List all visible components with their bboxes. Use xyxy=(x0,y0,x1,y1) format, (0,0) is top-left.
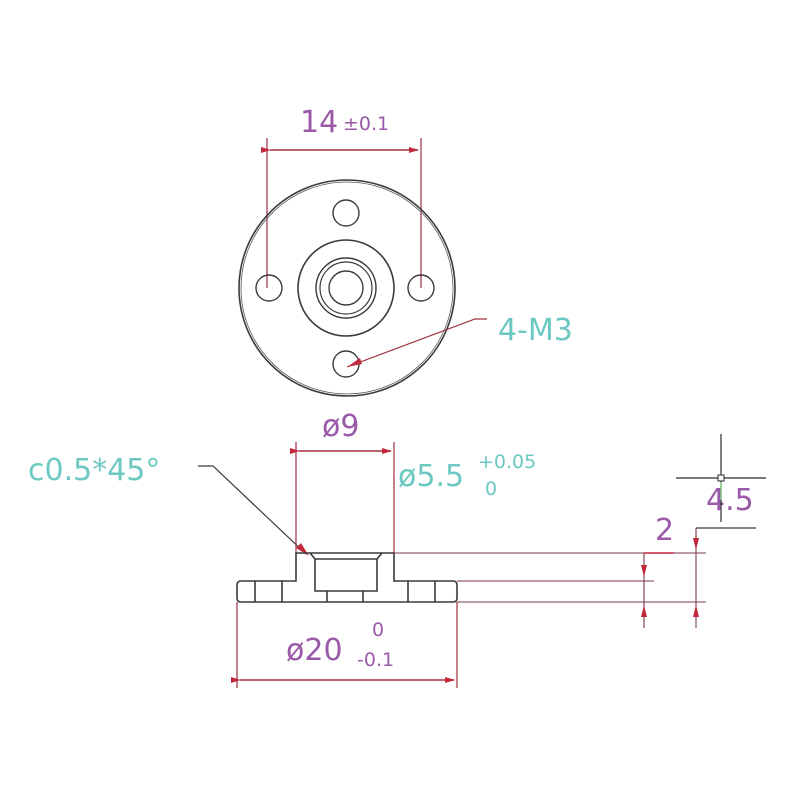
bore-upper-tolerance: +0.05 xyxy=(478,451,536,473)
total-height-value: 4.5 xyxy=(706,483,754,518)
chamfer-callout-text: c0.5*45° xyxy=(28,453,160,488)
chamfer-leader xyxy=(198,465,307,555)
hole-callout-text: 4-M3 xyxy=(498,313,573,348)
hole-callout-leader xyxy=(346,318,487,368)
bore-diameter-value: ø5.5 xyxy=(398,459,464,494)
mounting-hole-left xyxy=(255,274,283,302)
hub-outer-circle xyxy=(297,239,395,337)
hub-diameter-value: ø9 xyxy=(322,409,359,444)
top-view: 14 ±0.1 4-M3 xyxy=(238,105,573,397)
hole-spacing-value: 14 xyxy=(300,105,338,140)
hub-chamfer-circle xyxy=(315,257,377,319)
cad-crosshair-cursor xyxy=(676,434,766,522)
flange-diameter-value: ø20 xyxy=(286,633,343,668)
bore-lower-tolerance: 0 xyxy=(485,478,497,500)
flange-lower-tolerance: -0.1 xyxy=(357,649,394,671)
mounting-hole-right xyxy=(407,274,435,302)
bore-circle xyxy=(328,270,364,306)
flange-outer-circle xyxy=(238,179,456,397)
hole-spacing-tolerance: ±0.1 xyxy=(343,113,389,135)
flange-upper-tolerance: 0 xyxy=(372,619,384,641)
mounting-hole-top xyxy=(332,199,360,227)
part-section-outline xyxy=(236,552,458,603)
side-view: ø9 ø5.5 +0.05 0 c0.5*45° ø20 xyxy=(28,409,766,688)
flange-thickness-value: 2 xyxy=(655,513,674,548)
